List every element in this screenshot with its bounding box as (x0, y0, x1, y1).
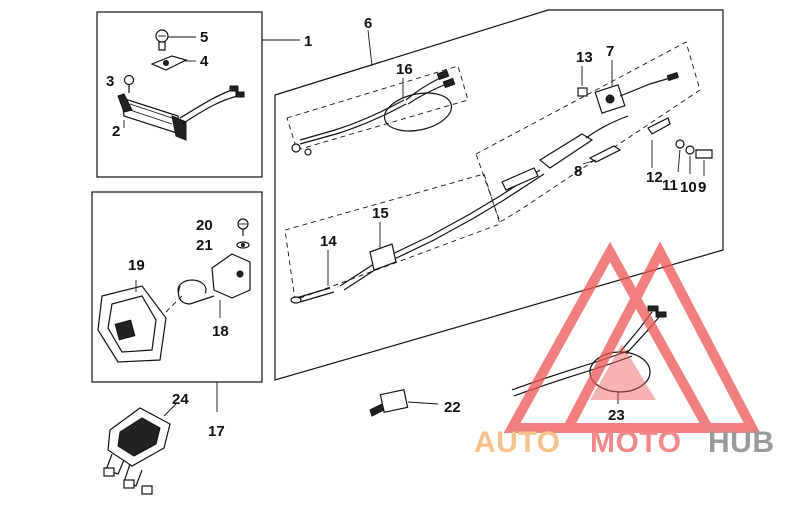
part-harness-15 (284, 167, 545, 301)
watermark-part-moto: MOTO (590, 426, 681, 459)
callout-22: 22 (444, 399, 461, 416)
part-bracket-18 (177, 253, 251, 318)
part-clamp-4 (150, 55, 196, 71)
part-nut-10 (685, 145, 695, 174)
watermark-text: AUTO MOTO HUB (474, 426, 775, 459)
callout-8: 8 (574, 163, 582, 180)
part-harness-14 (290, 250, 335, 304)
part-tab-12 (647, 117, 671, 168)
watermark-logo (503, 241, 761, 433)
callout-20: 20 (196, 217, 213, 234)
callout-labels: 1 2 3 4 5 6 7 8 9 10 11 12 13 14 15 16 1… (106, 15, 706, 440)
callout-2: 2 (112, 123, 120, 140)
callout-16: 16 (396, 61, 413, 78)
part-screw-20 (237, 218, 249, 236)
part-screw-3 (123, 74, 135, 93)
callout-4: 4 (200, 53, 209, 70)
part-screw-5 (155, 29, 196, 51)
callout-23: 23 (608, 407, 625, 424)
callout-9: 9 (698, 179, 706, 196)
group-box-1 (96, 11, 300, 178)
callout-15: 15 (372, 205, 389, 222)
part-cover-19 (97, 280, 183, 363)
part-washer-21 (236, 241, 250, 249)
callout-18: 18 (212, 323, 229, 340)
callout-10: 10 (680, 179, 697, 196)
part-harness-16 (286, 65, 469, 156)
part-washer-11 (675, 139, 685, 173)
part-bolt-9 (695, 149, 713, 176)
group-kit-6 (274, 9, 724, 381)
callout-11: 11 (662, 177, 678, 194)
callout-21: 21 (196, 237, 213, 254)
watermark-part-hub: HUB (708, 426, 775, 459)
callout-1: 1 (304, 33, 312, 50)
callout-12: 12 (646, 169, 663, 186)
callout-17: 17 (208, 423, 225, 440)
group-box-17 (91, 191, 263, 412)
callout-5: 5 (200, 29, 208, 46)
part-assembly-7 (475, 41, 701, 223)
callout-13: 13 (576, 49, 593, 66)
part-module-24 (103, 403, 177, 495)
callout-19: 19 (128, 257, 145, 274)
callout-6: 6 (364, 15, 372, 32)
callout-14: 14 (320, 233, 337, 250)
part-fuse-holder-8 (538, 115, 629, 169)
part-clip-13 (577, 66, 588, 97)
watermark-part-auto: AUTO (474, 426, 560, 459)
callout-3: 3 (106, 73, 114, 90)
callout-24: 24 (172, 391, 189, 408)
part-sender-22 (369, 388, 439, 417)
callout-7: 7 (606, 43, 614, 60)
part-connector-2 (117, 85, 245, 141)
